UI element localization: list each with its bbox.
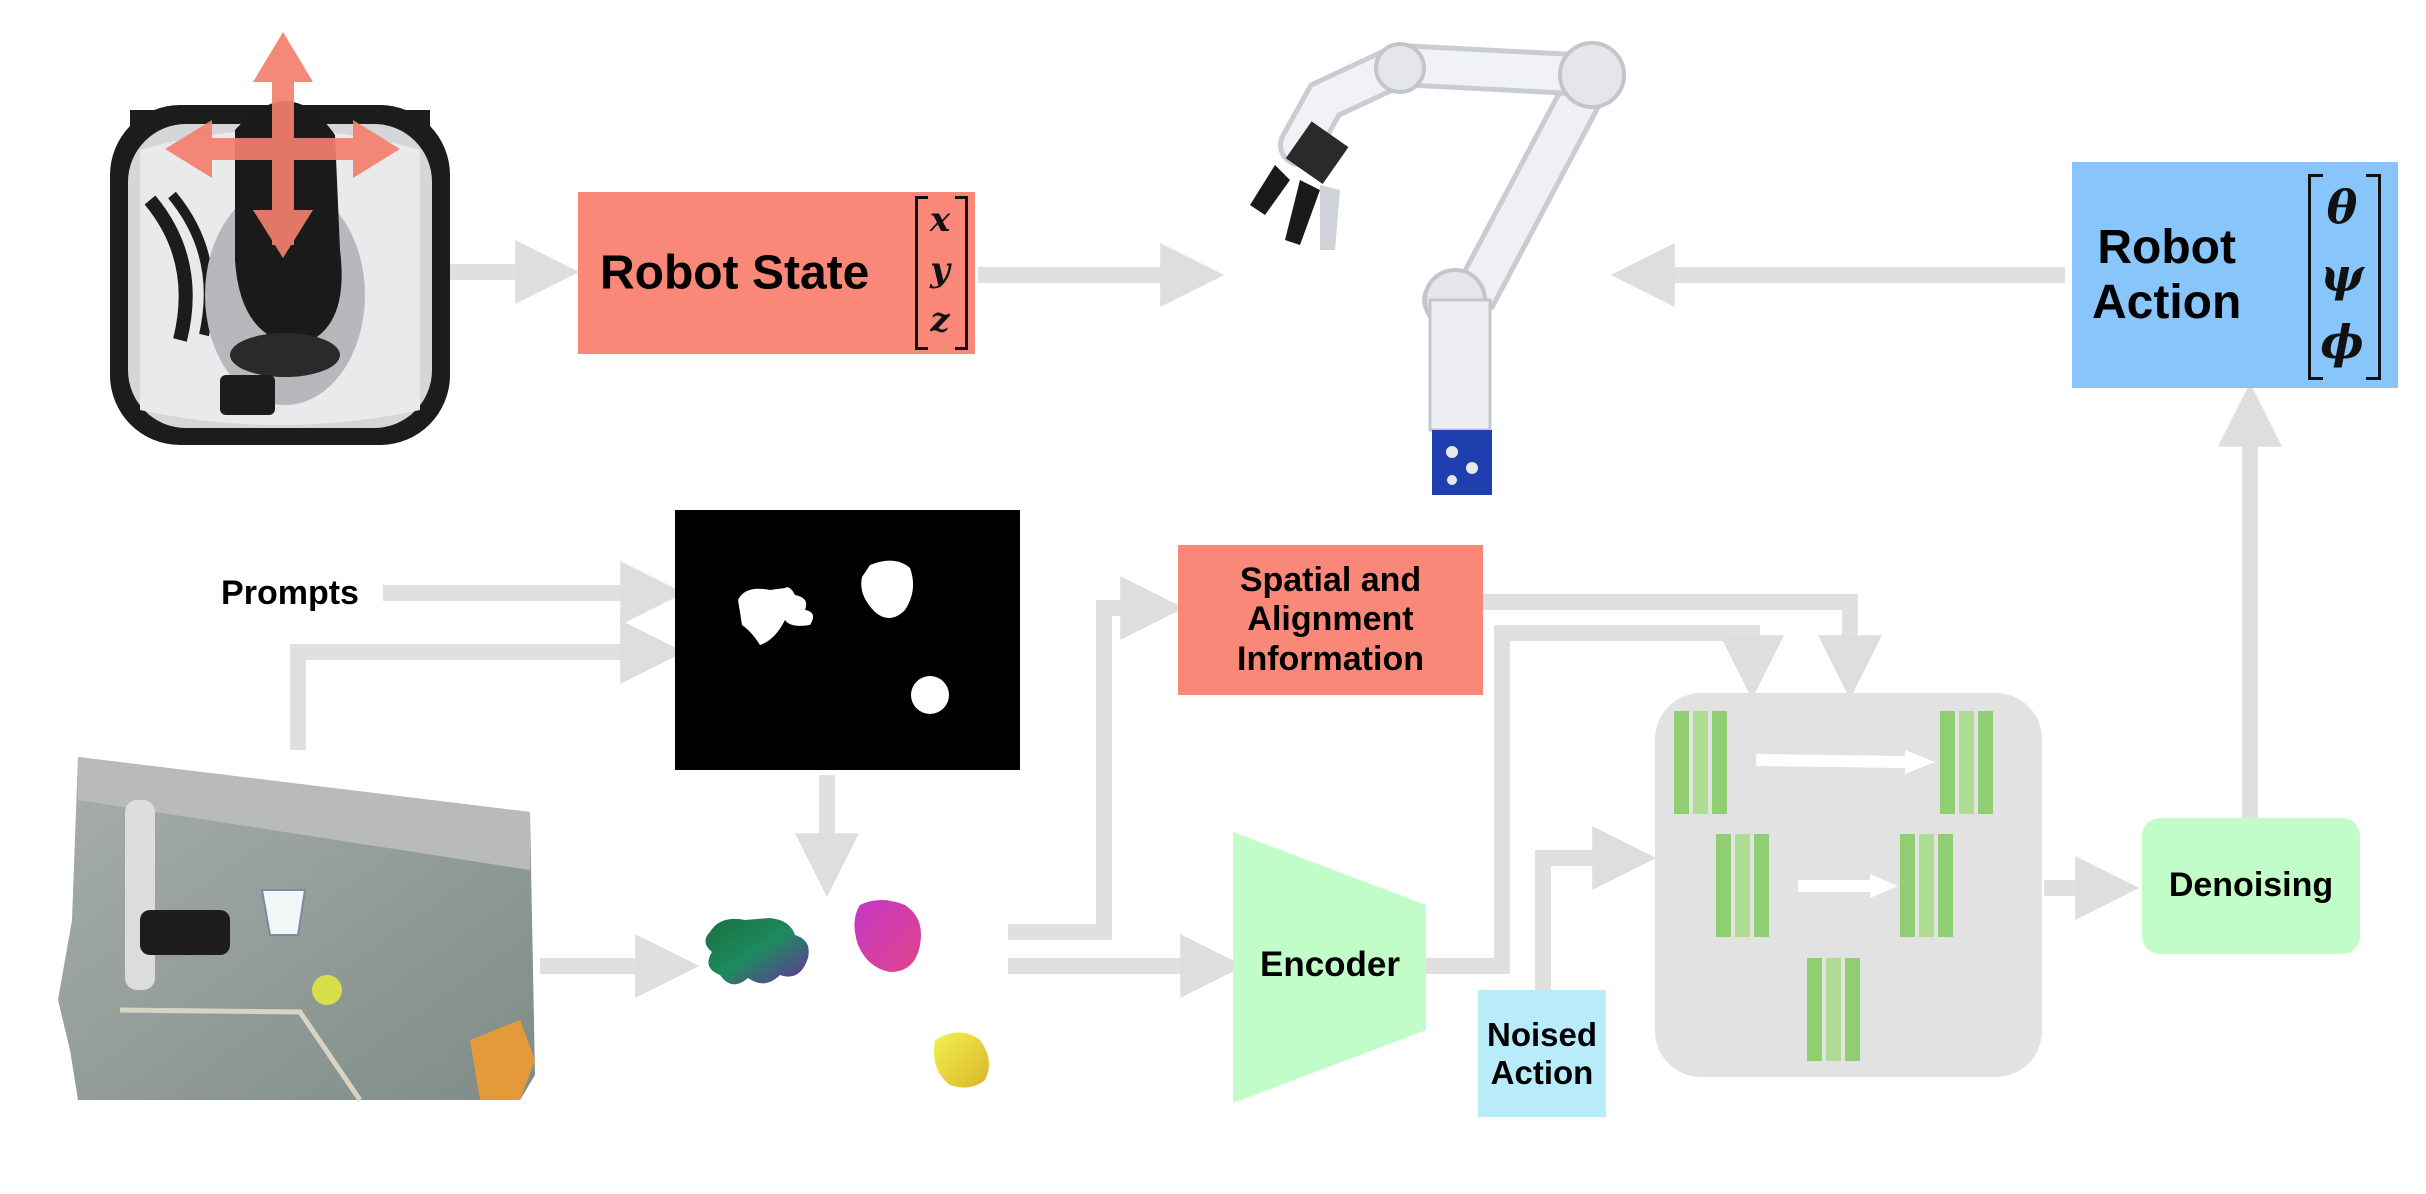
arrow-noised-to-unet [1535,826,1657,990]
noised-action-line1: Noised [1486,1015,1598,1053]
robot-state-vector: x y z [920,196,960,346]
action-theta: θ [2326,180,2358,235]
arrow-scene-to-mask [290,620,685,750]
denoising-label: Denoising [2168,866,2334,905]
robot-state-bracket-left [915,196,928,350]
connector-arrows [290,240,2282,998]
arrow-encoder-to-unet [1426,625,1784,974]
noised-action-line2: Action [1490,1053,1594,1091]
action-phi: ϕ [2320,314,2364,369]
robot-action-bracket-left [2308,174,2323,380]
spatial-info-box: Spatial and Alignment Information [1178,545,1483,695]
action-psi: ψ [2320,247,2364,302]
arrow-spatial-to-unet [1483,594,1882,700]
arrow-points-to-spatial [1008,576,1185,940]
robot-state-label: Robot State [600,246,870,300]
noised-action-box: Noised Action [1478,990,1606,1117]
denoising-box: Denoising [2142,818,2360,954]
robot-action-bracket-right [2366,174,2381,380]
robot-state-box: Robot State x y z [578,192,975,354]
robot-action-vector: θ ψ ϕ [2316,174,2368,376]
mask-icon [675,510,1020,770]
state-y: y [930,250,950,291]
robot-action-label-line1: Robot [2097,220,2236,274]
encoder-label: Encoder [1259,944,1401,984]
robot-state-bracket-right [955,196,968,350]
robot-action-box: Robot Action θ ψ ϕ [2072,162,2398,388]
spatial-info-line2: Alignment [1247,600,1414,639]
state-z: z [930,300,950,341]
robot-action-label-line2: Action [2092,276,2242,329]
robot-scene-image [58,757,535,1102]
spatial-info-line3: Information [1237,639,1424,678]
state-x: x [929,200,951,241]
robot-action-label: Robot Action [2092,220,2241,330]
movement-arrows-icon [165,32,400,258]
spatial-info-line1: Spatial and [1239,561,1422,600]
robot-arm-icon [1250,41,1626,495]
joystick-controller-icon [110,32,450,445]
object-pointcloud-icon [705,900,989,1088]
prompts-label: Prompts [221,574,359,613]
unet-block [1655,693,2042,1077]
encoder-block [1233,832,1426,1103]
